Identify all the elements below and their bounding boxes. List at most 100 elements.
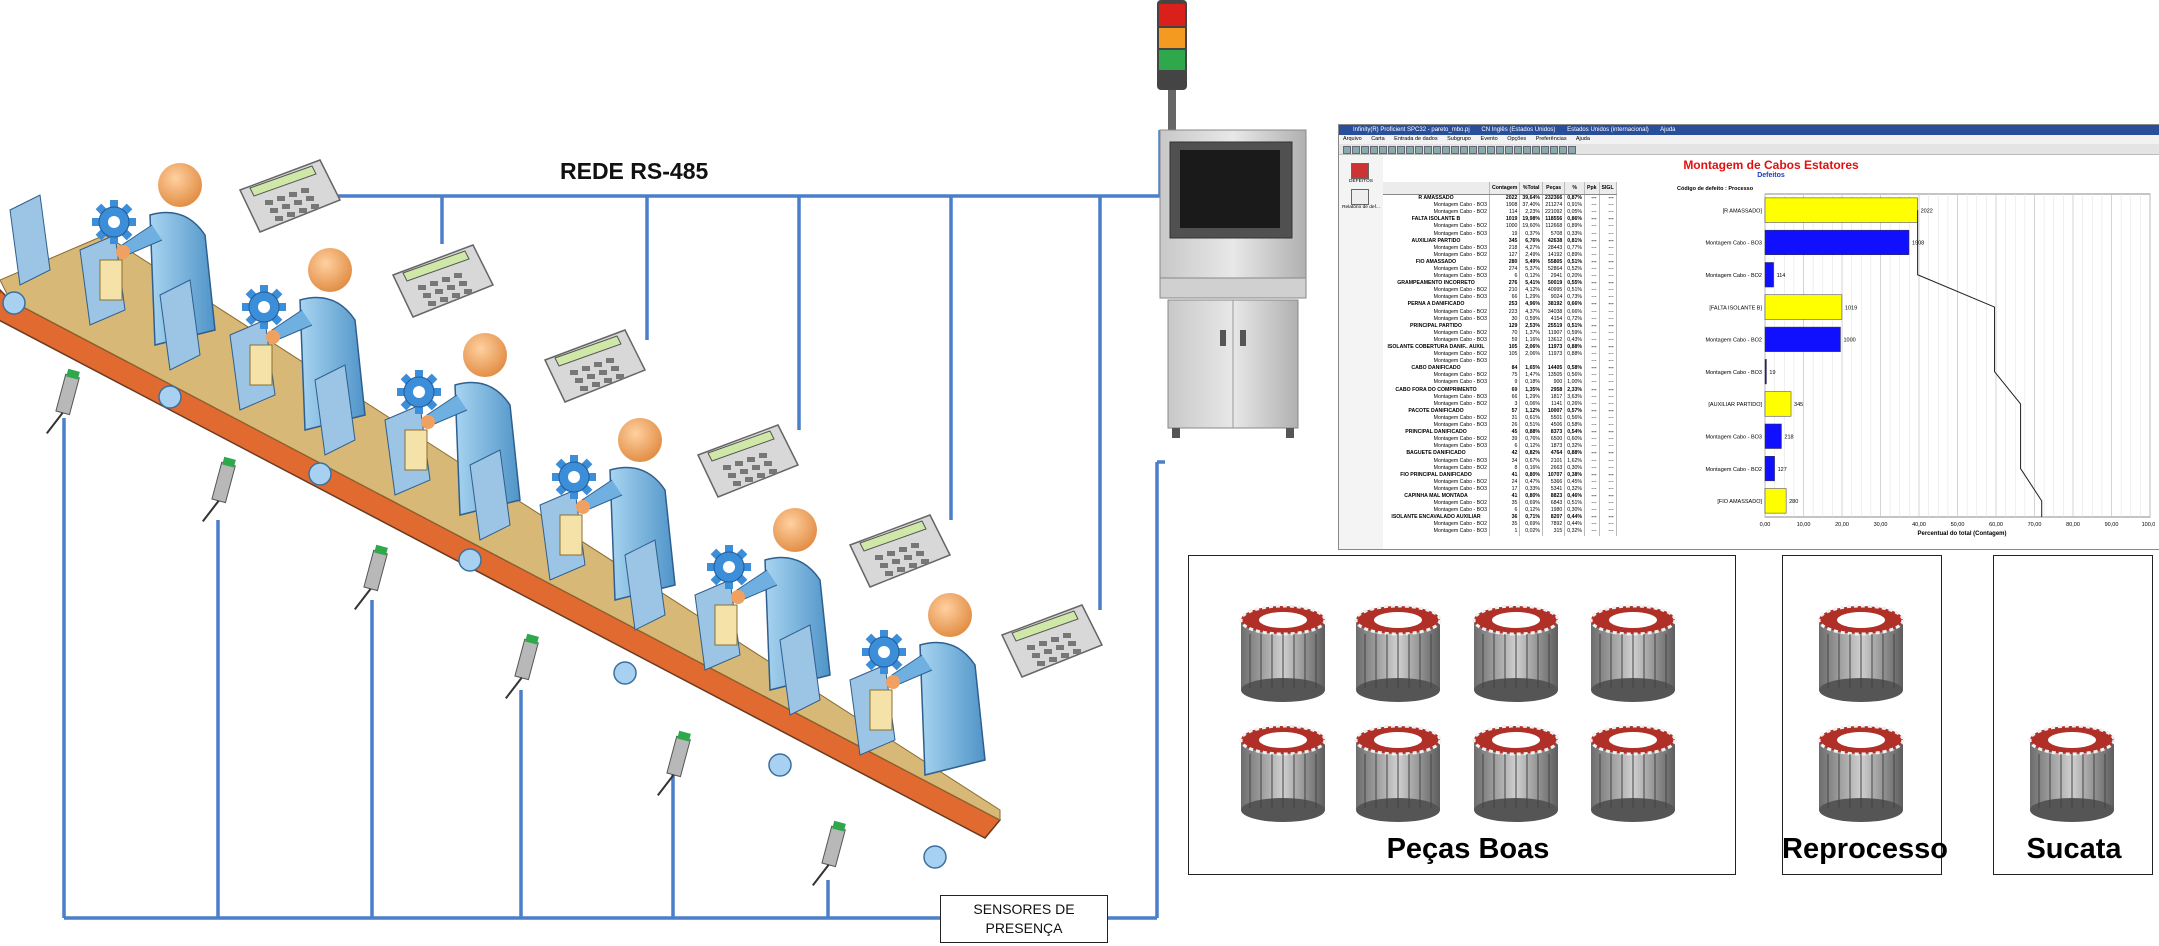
taskbar-tab[interactable]: Ajuda: [1660, 127, 1676, 133]
toolbar-button-icon[interactable]: [1568, 146, 1576, 154]
toolbar-button-icon[interactable]: [1469, 146, 1477, 154]
toolbar-button-icon[interactable]: [1514, 146, 1522, 154]
toolbar-button-icon[interactable]: [1415, 146, 1423, 154]
table-cell: 0,33%: [1564, 230, 1586, 238]
menu-item[interactable]: Preferências: [1535, 136, 1567, 142]
table-cell: 0,16%: [1519, 464, 1543, 472]
defects-icon[interactable]: [1351, 163, 1369, 179]
toolbar-button-icon[interactable]: [1523, 146, 1531, 154]
table-cell: 13505: [1542, 372, 1566, 380]
toolbar-button-icon[interactable]: [1352, 146, 1360, 154]
toolbar-button-icon[interactable]: [1487, 146, 1495, 154]
table-cell: Montagem Cabo - BO3: [1383, 379, 1490, 387]
toolbar-button-icon[interactable]: [1559, 146, 1567, 154]
toolbar-button-icon[interactable]: [1406, 146, 1414, 154]
table-cell: ---: [1584, 343, 1600, 352]
menu-item[interactable]: Opções: [1507, 136, 1527, 142]
toolbar-button-icon[interactable]: [1424, 146, 1432, 154]
table-cell: Montagem Cabo - BO2: [1383, 478, 1490, 486]
toolbar-button-icon[interactable]: [1442, 146, 1450, 154]
taskbar-tab[interactable]: Estados Unidos (internacional): [1567, 127, 1649, 133]
menu-item[interactable]: Evento: [1480, 136, 1498, 142]
toolbar-button-icon[interactable]: [1478, 146, 1486, 154]
toolbar-button-icon[interactable]: [1451, 146, 1459, 154]
sensor-cable: [46, 412, 64, 434]
toolbar-button-icon[interactable]: [1343, 146, 1351, 154]
toolbar-button-icon[interactable]: [1505, 146, 1513, 154]
report-icon[interactable]: [1351, 189, 1369, 205]
toolbar-button-icon[interactable]: [1433, 146, 1441, 154]
toolbar-button-icon[interactable]: [1532, 146, 1540, 154]
side-item-label[interactable]: Relatório de def...: [1342, 205, 1380, 210]
category-label: [FIO AMASSADO]: [1717, 499, 1762, 505]
taskbar-tab[interactable]: CN Inglês (Estados Unidos): [1481, 127, 1556, 133]
menu-item[interactable]: Arquivo: [1343, 136, 1362, 142]
toolbar-button-icon[interactable]: [1370, 146, 1378, 154]
toolbar-button-icon[interactable]: [1550, 146, 1558, 154]
data-label: 1000: [1843, 338, 1855, 344]
menu-item[interactable]: Carta: [1371, 136, 1385, 142]
menu-item[interactable]: Subgrupo: [1447, 136, 1471, 142]
table-row[interactable]: Montagem Cabo - BO3------: [1383, 358, 1617, 366]
toolbar-button-icon[interactable]: [1496, 146, 1504, 154]
table-cell: 0,06%: [1519, 400, 1543, 408]
toolbar-button-icon[interactable]: [1460, 146, 1468, 154]
toolbar-button-icon[interactable]: [1361, 146, 1369, 154]
toolbar-button-icon[interactable]: [1541, 146, 1549, 154]
table-cell: ---: [1599, 500, 1617, 508]
toolbar-button-icon[interactable]: [1397, 146, 1405, 154]
side-item-label[interactable]: DEFEITOS: [1349, 179, 1373, 184]
toolbar-button-icon[interactable]: [1379, 146, 1387, 154]
menu-item[interactable]: Ajuda: [1575, 136, 1590, 142]
menu-item[interactable]: Entrada de dados: [1394, 136, 1438, 142]
toolbar-button-icon[interactable]: [1388, 146, 1396, 154]
